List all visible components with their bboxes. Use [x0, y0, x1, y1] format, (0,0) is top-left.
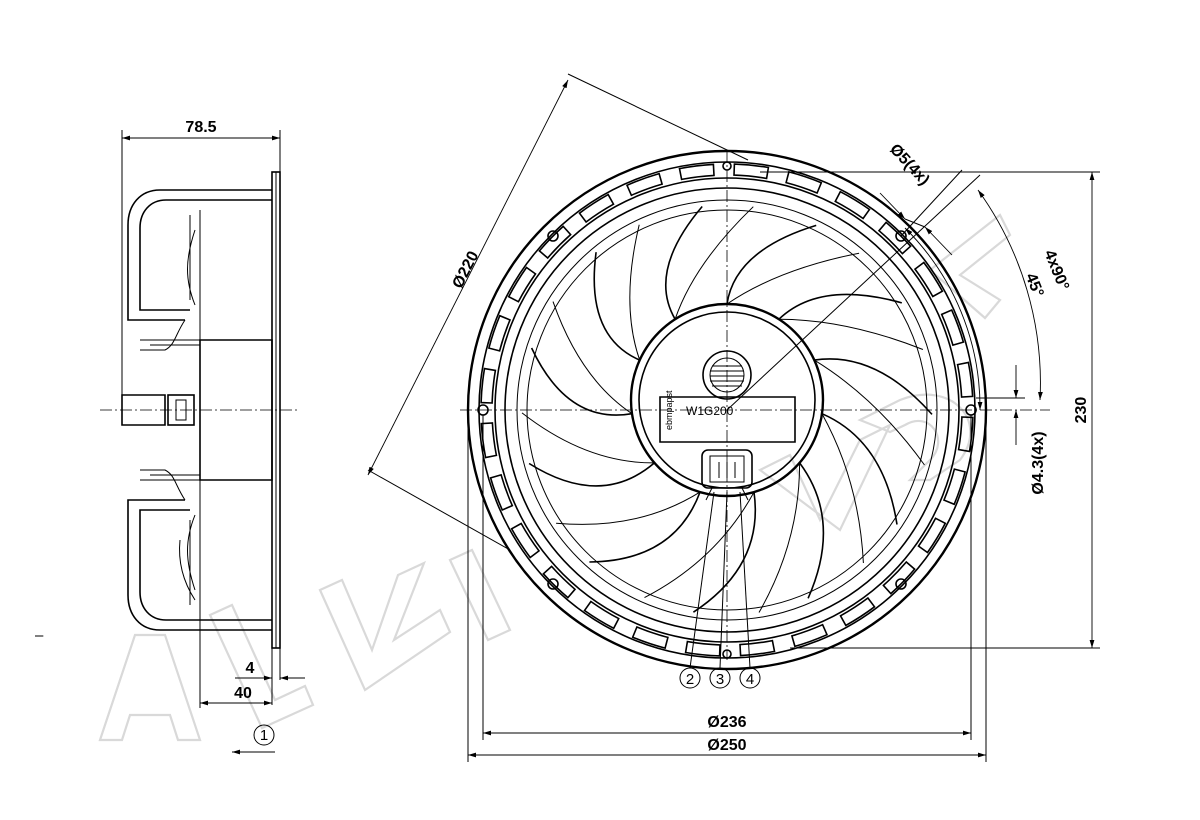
blade-edge — [778, 318, 924, 350]
frame-slot — [790, 623, 829, 648]
frame-slot — [578, 193, 615, 224]
frame-slot — [733, 163, 770, 180]
frame-slot — [631, 625, 669, 650]
blade-edge — [778, 293, 903, 320]
frame-slot — [583, 600, 620, 630]
depth-dimension: 78.5 — [185, 119, 216, 136]
frame-slot — [839, 596, 876, 627]
blade-edge — [814, 359, 925, 466]
callout-4: 4 — [746, 671, 754, 688]
blade-edge — [528, 462, 655, 487]
frame-slot — [834, 190, 871, 220]
hole-pattern-spacing: 4x90° — [1040, 248, 1071, 293]
frame-slot — [942, 468, 967, 506]
blade-edge — [726, 224, 817, 305]
frame-slot — [956, 361, 974, 398]
frame-slot — [542, 565, 577, 599]
blade-edge — [674, 206, 754, 320]
frame-slot — [785, 170, 823, 195]
frame-slot — [739, 639, 776, 657]
hub-vent-grille — [710, 365, 744, 387]
offset-dimension: 40 — [234, 685, 252, 702]
mount-hole-diameter: Ø5(4x) — [886, 141, 932, 189]
blade-edge — [552, 301, 633, 415]
callout-3: 3 — [716, 671, 724, 688]
frame-slot — [882, 560, 916, 595]
frame-slot — [480, 422, 498, 459]
slot-hole-diameter: Ø4.3(4x) — [1030, 431, 1047, 494]
outer-diameter: Ø250 — [707, 737, 746, 754]
blade-edge — [821, 413, 864, 564]
blade-edge — [629, 224, 641, 361]
blade-edge — [726, 252, 860, 305]
airflow-callout: 1 — [260, 727, 268, 744]
frame-slot — [957, 416, 974, 453]
front-view: ebmpapst W1G200 Ø220 Ø5(4x) 45° — [367, 73, 1100, 762]
blade-edge — [798, 462, 825, 599]
blade-edge — [593, 252, 641, 361]
frame-slot — [917, 517, 947, 554]
hub-brand: ebmpapst — [664, 390, 674, 430]
hole-angle: 45° — [1022, 271, 1047, 300]
blade-edge — [644, 491, 755, 599]
blade-edge — [589, 491, 701, 563]
callout-2: 2 — [686, 671, 694, 688]
side-view: 78.5 4 40 1 – — [35, 119, 305, 755]
blade-edge — [758, 462, 801, 613]
blade-edge — [821, 412, 898, 525]
blade-edge — [556, 491, 701, 525]
hole-circle-diameter: Ø236 — [707, 714, 746, 731]
hub-model: W1G200 — [686, 404, 734, 418]
impeller-diameter: Ø220 — [450, 249, 483, 292]
frame-slot — [678, 163, 715, 181]
frame-slot — [510, 522, 541, 559]
frame-slot — [489, 473, 514, 512]
left-margin-mark: – — [35, 627, 44, 644]
blade-edge — [664, 205, 703, 320]
frame-slot — [487, 314, 512, 352]
flange-thickness-dimension: 4 — [246, 660, 255, 677]
frame-slot — [625, 172, 664, 197]
overall-height: 230 — [1073, 397, 1090, 424]
blade-edge — [530, 347, 633, 416]
blade-edge — [521, 412, 655, 464]
frame-slot — [480, 367, 497, 404]
frame-slot — [684, 640, 721, 657]
